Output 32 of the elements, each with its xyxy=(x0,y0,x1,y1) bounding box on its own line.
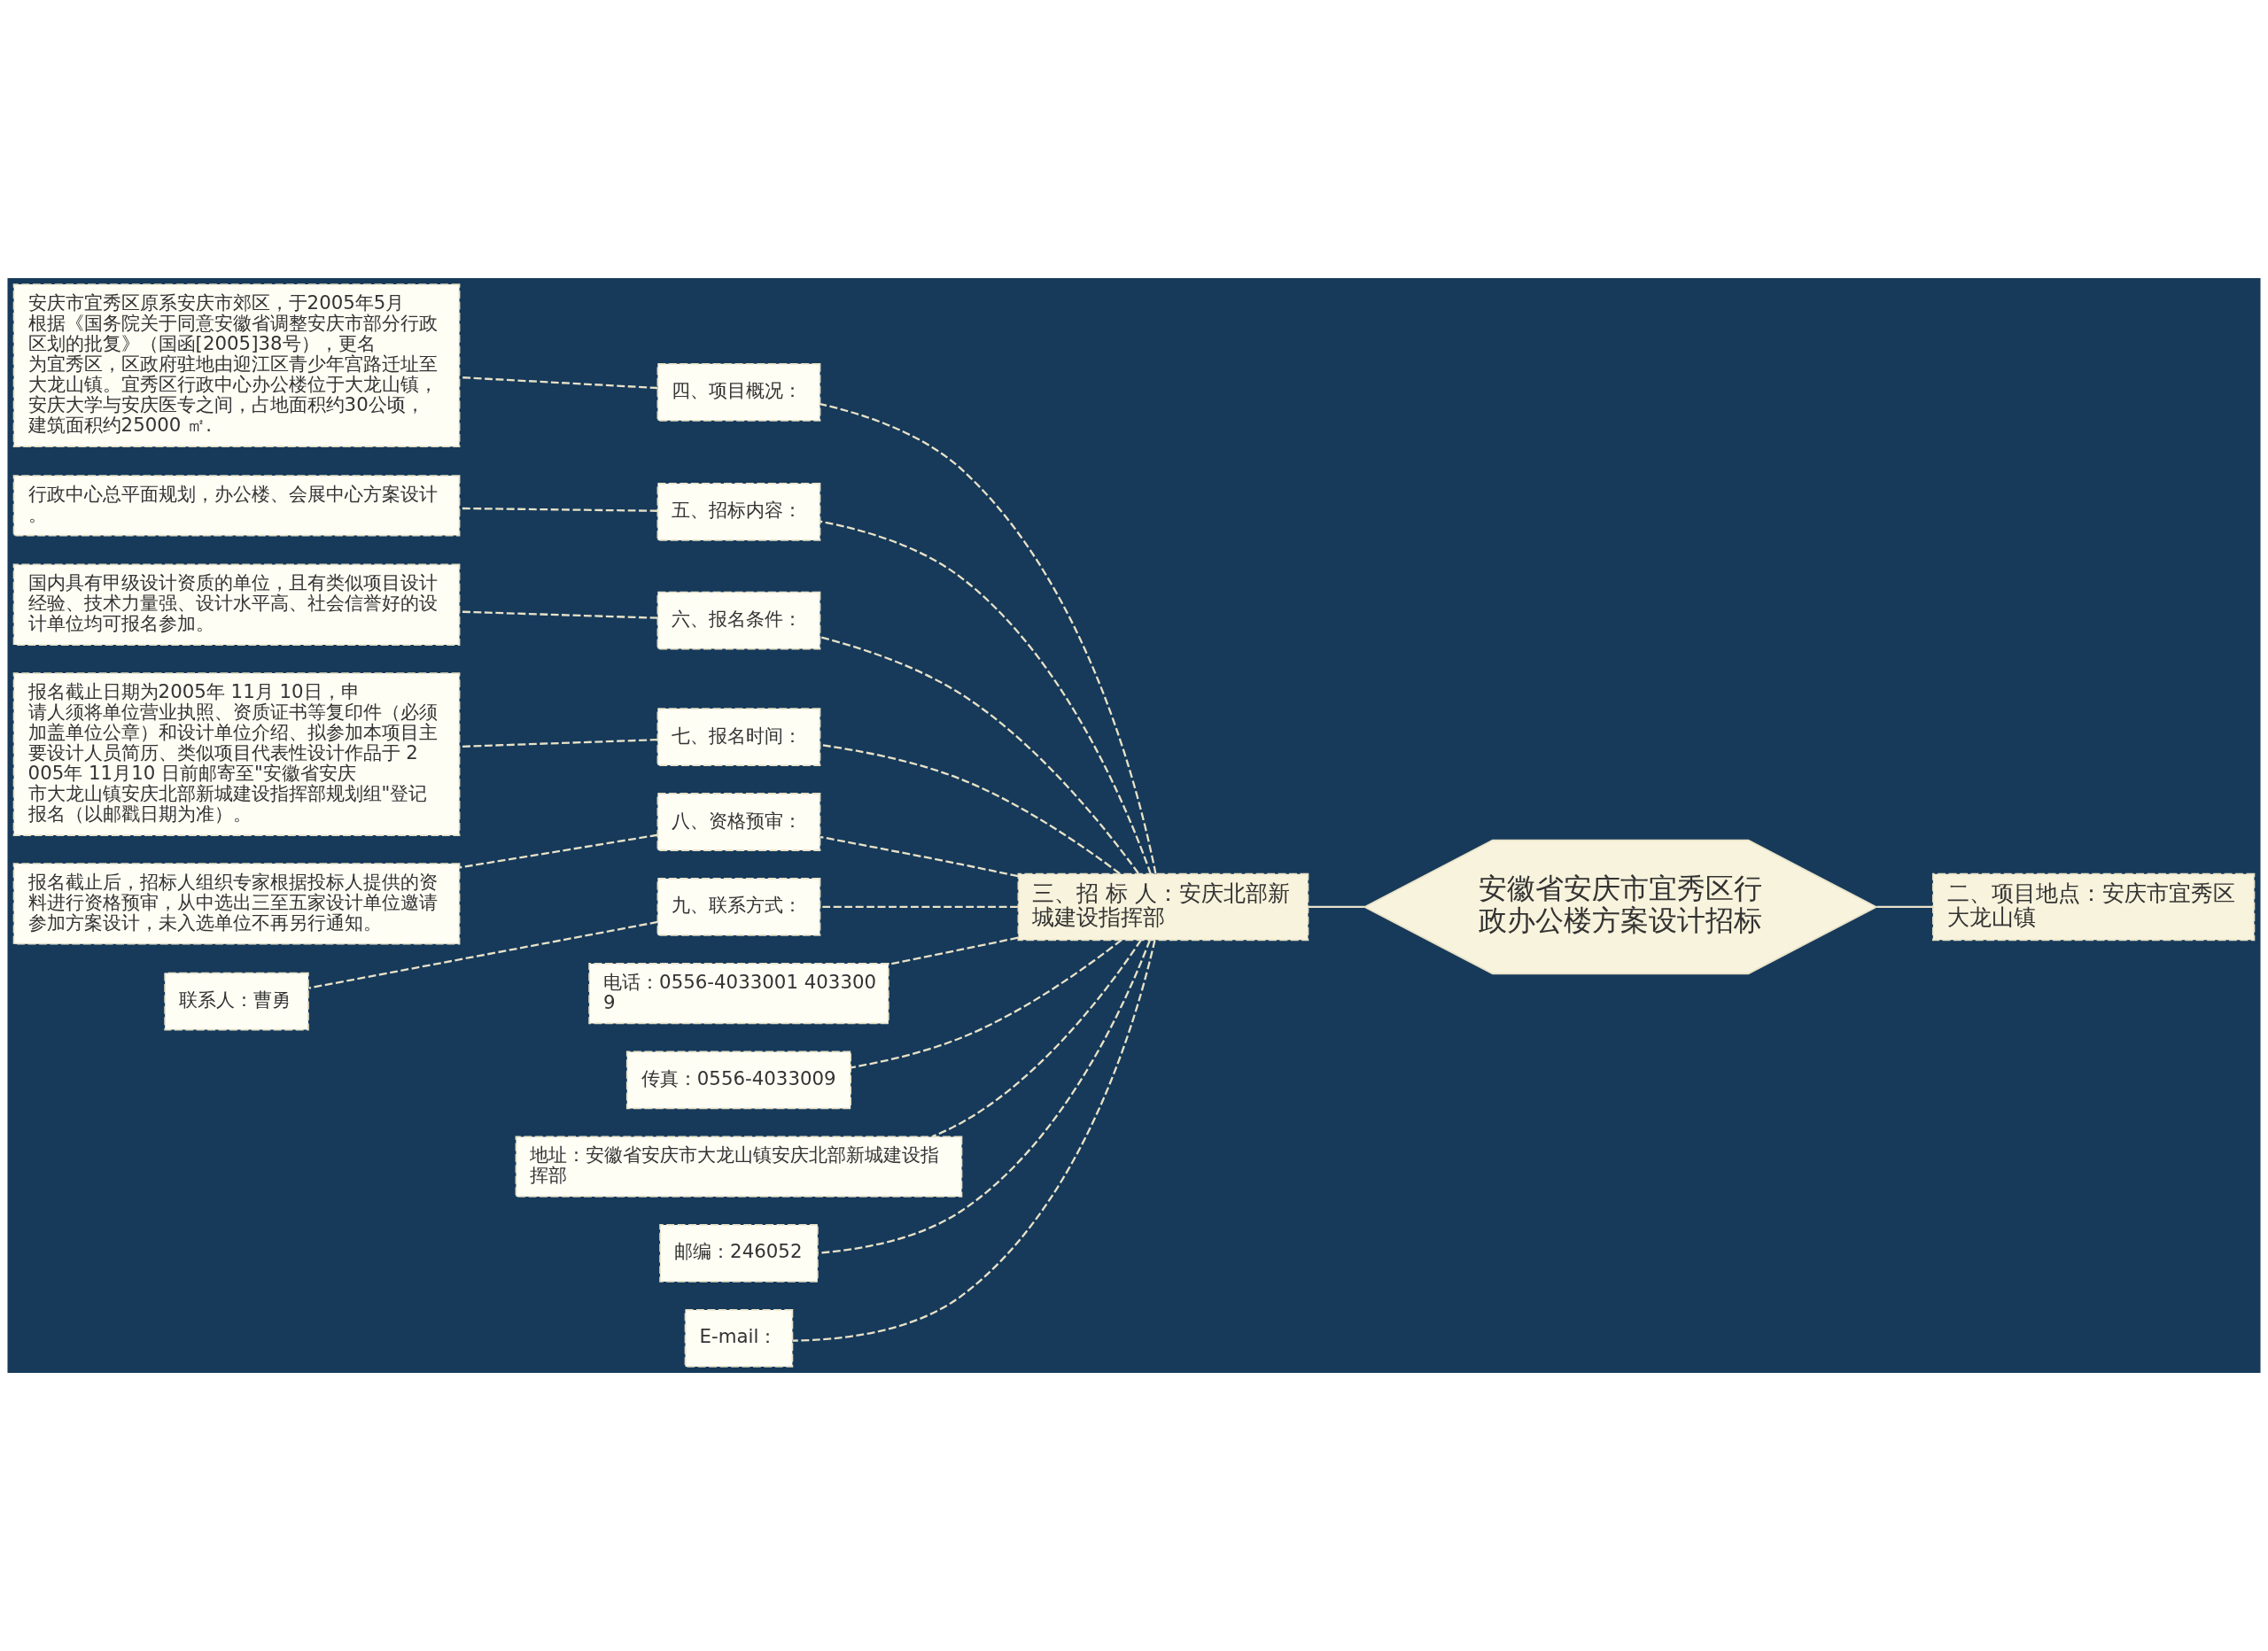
connector xyxy=(817,940,1151,1254)
connector xyxy=(819,520,1152,875)
connector xyxy=(850,939,1122,1069)
node-box: 国内具有甲级设计资质的单位，且有类似项目设计经验、技术力量强、设计水平高、社会信誉好的设计单位均可报名参加。 xyxy=(12,563,461,646)
node-box: 安庆市宜秀区原系安庆市郊区，于2005年5月根据《国务院关于同意安徽省调整安庆市部分行政区划的批复》（国函[2005]38号），更名为宜秀区，区政府驻地由迎江区青少年宫路迁址至大龙山镇。宜秀区行政中心办公楼位于大龙山镇，安庆大学与安庆医专之间，占地面积约30公顷，建筑面积约25000 ㎡. xyxy=(12,283,461,448)
node-box: 报名截止后，招标人组织专家根据投标人提供的资料进行资格预审，从中选出三至五家设计单位邀请参加方案设计，未入选单位不再另行通知。 xyxy=(12,863,461,945)
node-box: 三、招 标 人：安庆北部新城建设指挥部 xyxy=(1017,872,1309,942)
node-box: 邮编：246052 xyxy=(659,1224,819,1283)
connector xyxy=(459,833,658,869)
node-box: 九、联系方式： xyxy=(656,878,821,936)
connector xyxy=(1308,905,1365,909)
node-box: 五、招标内容： xyxy=(656,483,821,541)
node-box: 四、项目概况： xyxy=(656,362,821,422)
connector xyxy=(819,403,1157,874)
node-box: 电话：0556-4033001 4033009 xyxy=(588,963,889,1025)
connector xyxy=(820,905,1018,909)
node-box: 报名截止日期为2005年 11月 10日，申请人须将单位营业执照、资质证书等复印件（必须加盖单位公章）和设计单位介绍、拟参加本项目主要设计人员简历、类似项目代表性设计作品于 2005年 11月10 日前邮寄至"安徽省安庆市大龙山镇安庆北部新城建设指挥部规划组"登记报名（以邮戳日期为准）。 xyxy=(12,672,461,836)
connector xyxy=(308,920,658,989)
node-box: 传真：0556-4033009 xyxy=(625,1050,852,1110)
node-box: 八、资格预审： xyxy=(656,793,821,851)
connector xyxy=(792,940,1156,1342)
node-box: 联系人：曹勇 xyxy=(164,972,309,1031)
node-box: E-mail： xyxy=(684,1309,794,1368)
node-box: 六、报名条件： xyxy=(656,591,821,650)
node-box: 七、报名时间： xyxy=(656,708,821,766)
node-box: 二、项目地点：安庆市宜秀区大龙山镇 xyxy=(1932,872,2256,942)
node-box: 地址：安徽省安庆市大龙山镇安庆北部新城建设指挥部 xyxy=(515,1136,963,1198)
node-box: 行政中心总平面规划，办公楼、会展中心方案设计。 xyxy=(12,475,461,537)
connector xyxy=(1876,905,1933,909)
connector xyxy=(819,636,1139,874)
connector xyxy=(931,939,1142,1138)
connector xyxy=(819,835,1019,878)
